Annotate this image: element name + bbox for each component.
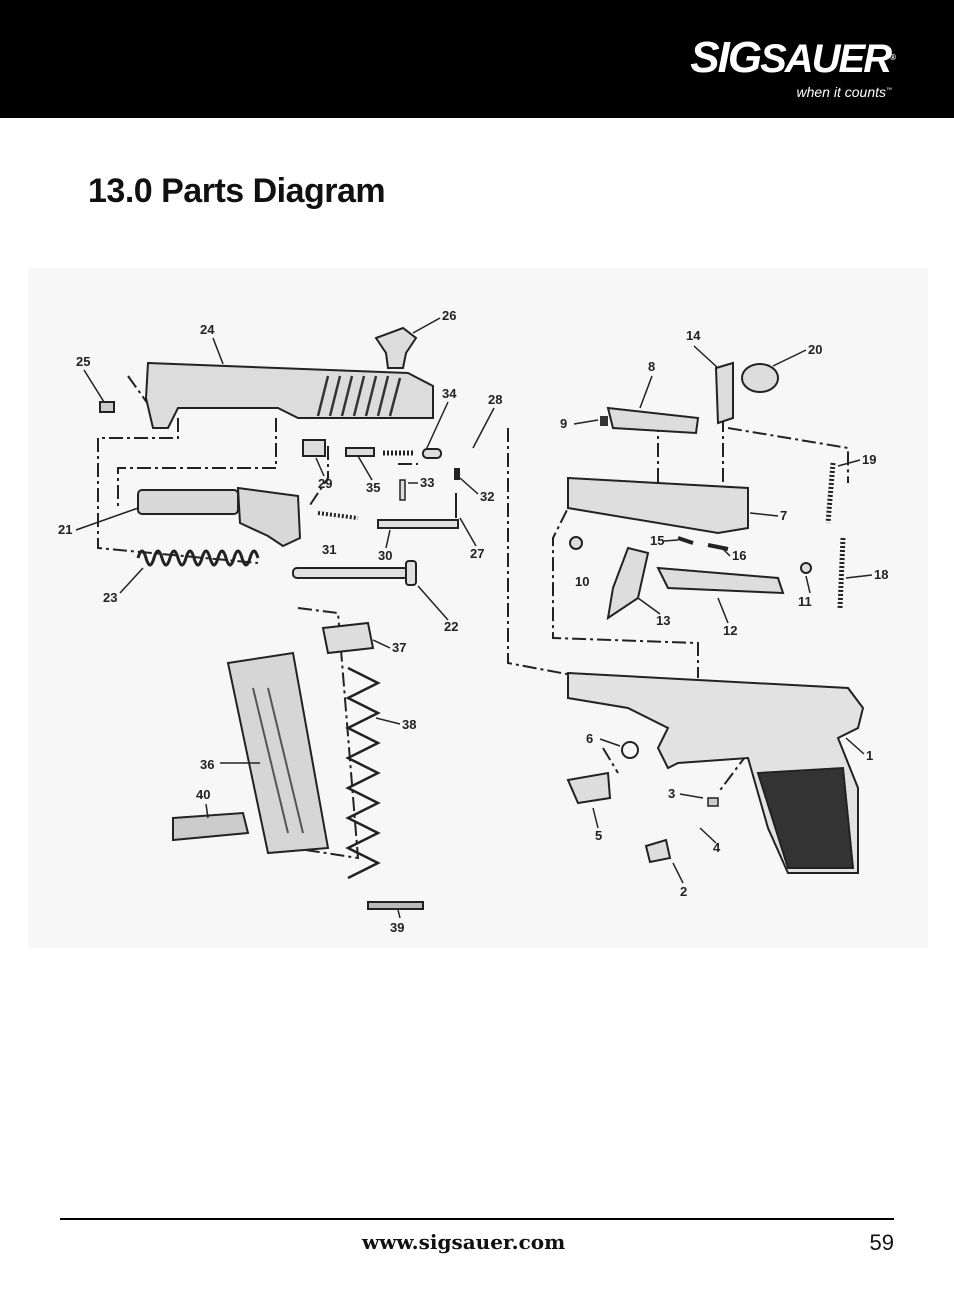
part-label: 26 xyxy=(442,308,456,323)
part-label: 10 xyxy=(575,574,589,589)
part-label: 21 xyxy=(58,522,72,537)
part-label: 22 xyxy=(444,619,458,634)
part-label: 12 xyxy=(723,623,737,638)
logo-sig: SIG xyxy=(690,33,762,82)
part-label: 3 xyxy=(668,786,675,801)
part-label: 33 xyxy=(420,475,434,490)
part-label: 34 xyxy=(442,386,457,401)
part-label: 6 xyxy=(586,731,593,746)
part-label: 23 xyxy=(103,590,117,605)
part-labels: 1 2 3 4 5 6 7 8 9 10 11 12 13 14 15 16 1… xyxy=(58,308,888,935)
logo-wordmark: SIGSAUER® xyxy=(690,33,896,82)
part-label: 15 xyxy=(650,533,664,548)
tagline-tm: ™ xyxy=(886,87,892,94)
part-label: 25 xyxy=(76,354,90,369)
parts-diagram: 1 2 3 4 5 6 7 8 9 10 11 12 13 14 15 16 1… xyxy=(28,268,928,948)
part-label: 40 xyxy=(196,787,210,802)
sig-sauer-logo: SIGSAUER® when it counts™ xyxy=(690,36,896,106)
page-number: 59 xyxy=(869,1230,894,1255)
part-label: 39 xyxy=(390,920,404,935)
part-label: 35 xyxy=(366,480,380,495)
part-label: 20 xyxy=(808,342,822,357)
part-label: 27 xyxy=(470,546,484,561)
logo-sauer: SAUER xyxy=(760,37,892,81)
part-label: 2 xyxy=(680,884,687,899)
part-label: 5 xyxy=(595,828,602,843)
logo-registered: ® xyxy=(890,53,896,62)
part-label: 1 xyxy=(866,748,873,763)
part-label: 9 xyxy=(560,416,567,431)
tagline-text: when it counts xyxy=(796,84,887,100)
part-label: 19 xyxy=(862,452,876,467)
part-label: 31 xyxy=(322,542,336,557)
footer-url: www.sigsauer.com xyxy=(362,1230,566,1254)
part-label: 32 xyxy=(480,489,494,504)
part-label: 16 xyxy=(732,548,746,563)
part-label: 24 xyxy=(200,322,215,337)
part-label: 29 xyxy=(318,476,332,491)
footer-rule xyxy=(60,1218,894,1220)
part-label: 38 xyxy=(402,717,416,732)
parts-diagram-svg: 1 2 3 4 5 6 7 8 9 10 11 12 13 14 15 16 1… xyxy=(28,268,928,948)
part-label: 7 xyxy=(780,508,787,523)
logo-tagline: when it counts™ xyxy=(797,84,893,100)
part-label: 36 xyxy=(200,757,214,772)
header-bar: SIGSAUER® when it counts™ xyxy=(0,0,954,118)
page-title: 13.0 Parts Diagram xyxy=(88,172,386,210)
part-label: 37 xyxy=(392,640,406,655)
part-label: 28 xyxy=(488,392,502,407)
part-label: 8 xyxy=(648,359,655,374)
part-label: 11 xyxy=(798,594,812,609)
part-label: 13 xyxy=(656,613,670,628)
slide-part xyxy=(144,361,434,429)
part-label: 14 xyxy=(686,328,701,343)
part-label: 18 xyxy=(874,567,888,582)
part-label: 30 xyxy=(378,548,392,563)
part-label: 4 xyxy=(713,840,721,855)
